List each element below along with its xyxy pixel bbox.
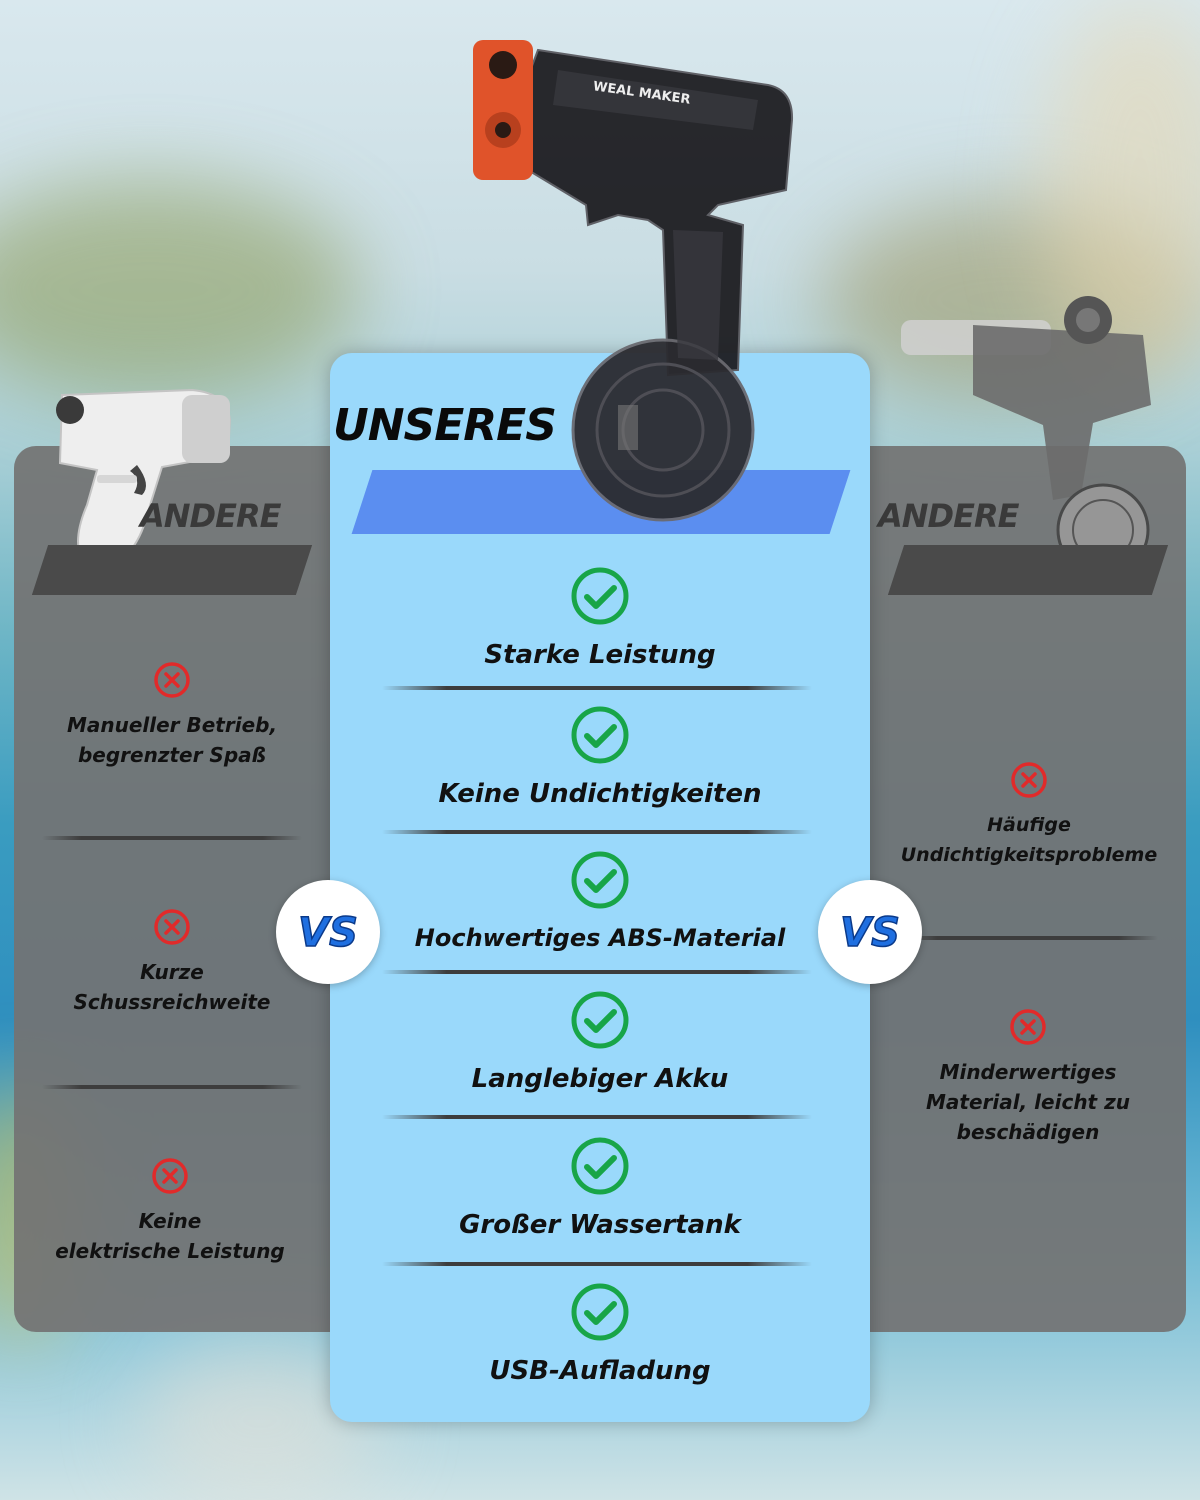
divider: [898, 936, 1158, 940]
check-circle-icon: [571, 567, 629, 625]
vs-badge-left: VS: [276, 880, 380, 984]
vs-badge-right: VS: [818, 880, 922, 984]
others-right-ribbon: [887, 545, 1169, 595]
divider: [42, 1085, 302, 1089]
competitor-grey-gun-image: [901, 296, 1151, 577]
ours-heading: UNSERES: [333, 400, 557, 451]
con-item: Manueller Betrieb,begrenzter Spaß: [22, 660, 322, 770]
feature-item: Starke Leistung: [330, 566, 870, 670]
others-left-ribbon: [31, 545, 313, 595]
feature-item: Langlebiger Akku: [330, 990, 870, 1094]
feature-label: Starke Leistung: [484, 640, 716, 670]
feature-label: USB-Aufladung: [489, 1356, 711, 1386]
check-circle-icon: [571, 706, 629, 764]
divider: [42, 836, 302, 840]
check-circle-icon: [571, 851, 629, 909]
x-circle-icon: [154, 662, 190, 698]
divider: [382, 1115, 812, 1119]
competitor-white-gun-image: [56, 388, 232, 567]
vs-icon: VS: [297, 909, 358, 957]
feature-item: Großer Wassertank: [330, 1136, 870, 1240]
vs-icon: VS: [839, 909, 900, 957]
feature-item: Hochwertiges ABS-Material: [330, 850, 870, 952]
others-left-heading: ANDERE: [140, 497, 281, 535]
svg-text:VS: VS: [840, 910, 900, 956]
x-circle-icon: [152, 1158, 188, 1194]
svg-text:VS: VS: [298, 910, 358, 956]
others-right-heading: ANDERE: [878, 497, 1019, 535]
x-circle-icon: [1011, 762, 1047, 798]
con-label: Manueller Betrieb,begrenzter Spaß: [66, 713, 278, 767]
feature-label: Langlebiger Akku: [471, 1064, 729, 1094]
divider: [382, 830, 812, 834]
divider: [382, 970, 812, 974]
weal-maker-gun-image: WEAL MAKER: [473, 40, 794, 522]
feature-item: USB-Aufladung: [330, 1282, 870, 1386]
feature-label: Großer Wassertank: [459, 1210, 741, 1240]
check-circle-icon: [571, 1283, 629, 1341]
divider: [382, 1262, 812, 1266]
check-circle-icon: [571, 1137, 629, 1195]
divider: [382, 686, 812, 690]
feature-item: Keine Undichtigkeiten: [330, 705, 870, 809]
feature-label: Hochwertiges ABS-Material: [414, 924, 786, 952]
x-circle-icon: [154, 909, 190, 945]
x-circle-icon: [1010, 1009, 1046, 1045]
check-circle-icon: [571, 991, 629, 1049]
feature-label: Keine Undichtigkeiten: [438, 779, 762, 809]
